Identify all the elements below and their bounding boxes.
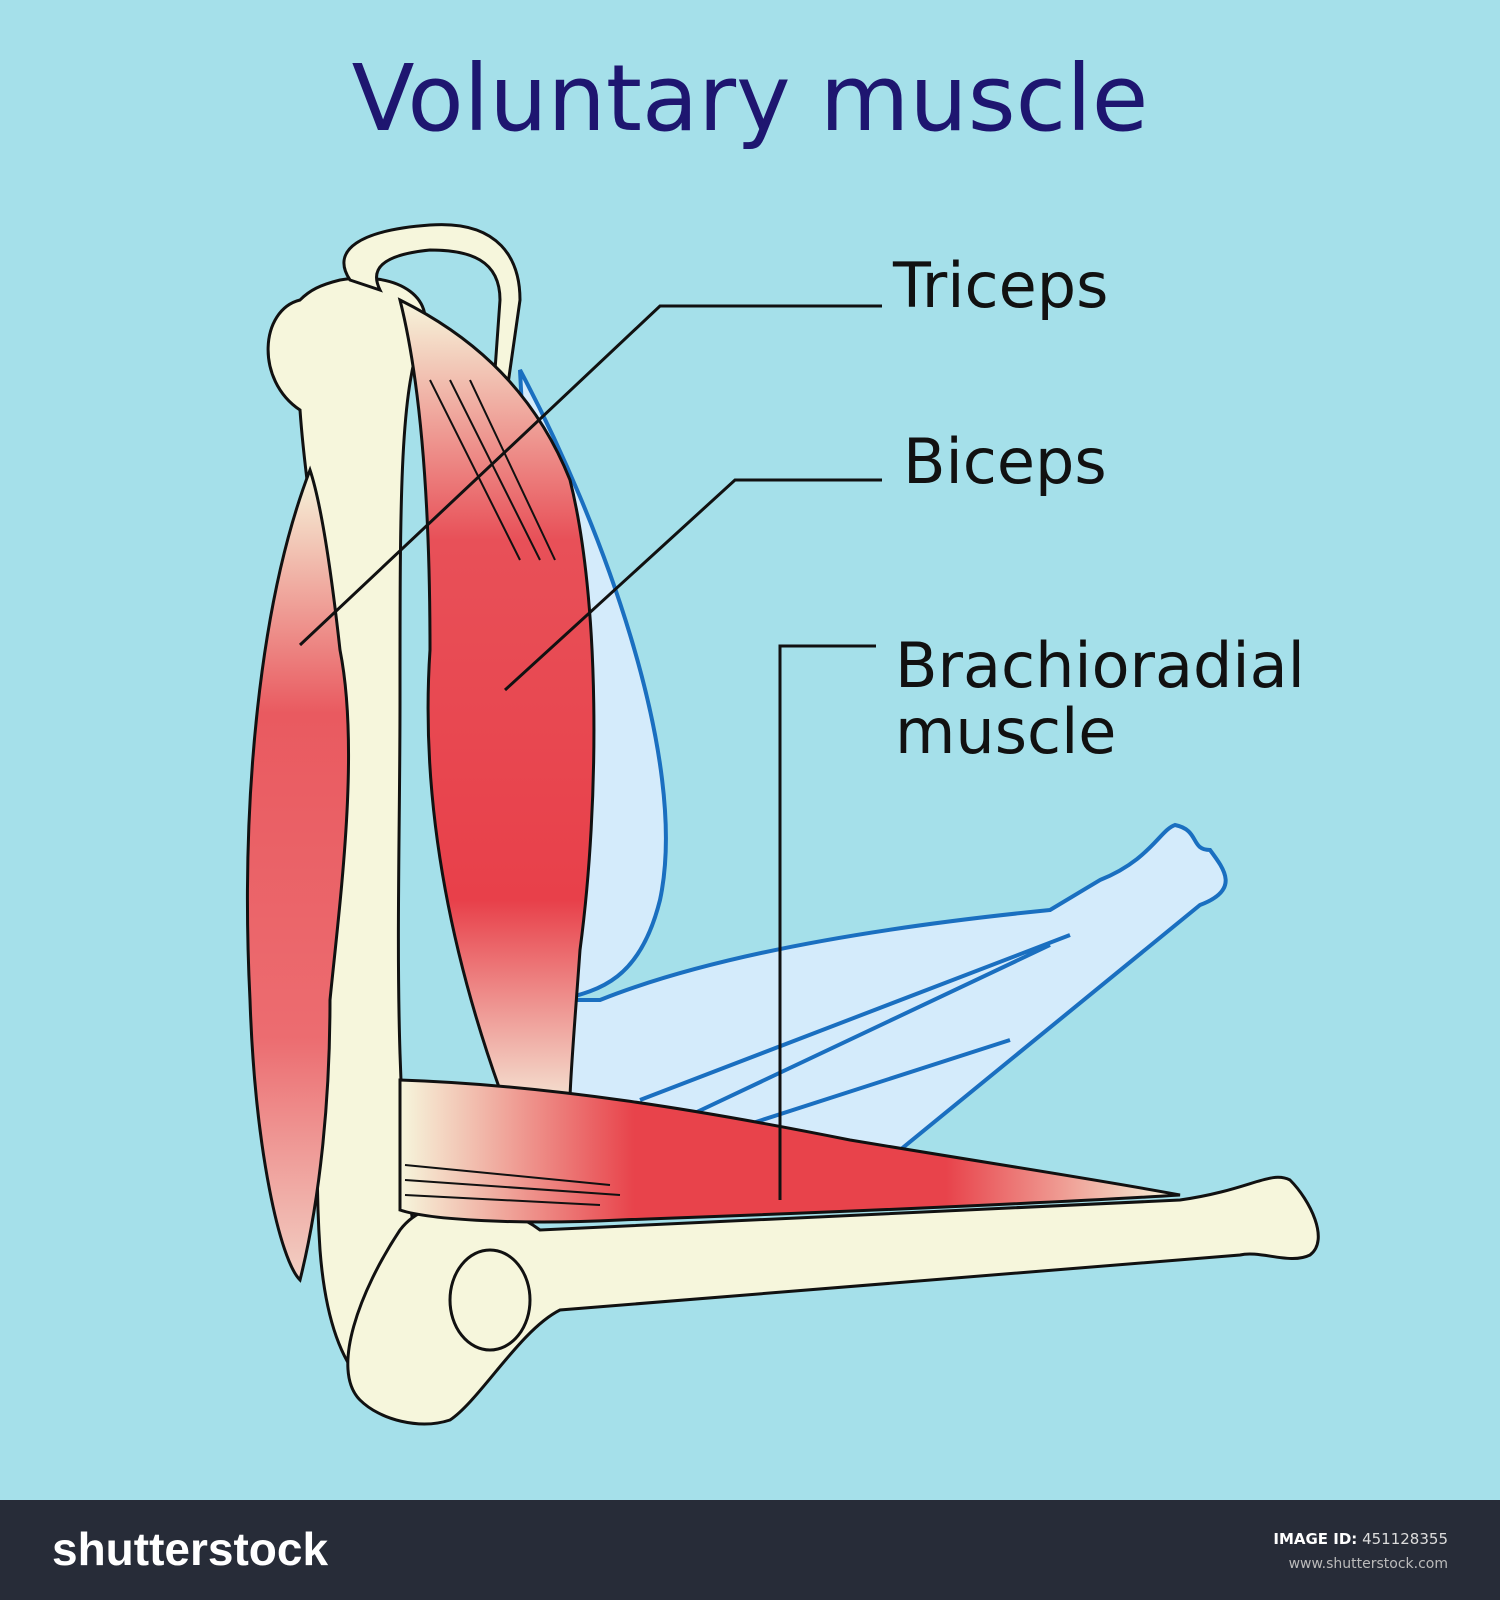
page-title: Voluntary muscle [351,45,1149,152]
brachioradial-muscle [398,1078,1181,1224]
ghost-arm-outline [518,369,1228,1152]
label-brachioradial-2: muscle [895,695,1117,768]
site-url: www.shutterstock.com [1288,1556,1448,1572]
label-brachioradial: Brachioradial [895,629,1305,702]
shutterstock-logo: shutterstock [52,1523,329,1575]
elbow-joint [448,1248,532,1352]
muscle-fibers [404,379,621,1206]
biceps-leader-line [503,478,882,692]
forearm-bones [346,1175,1320,1426]
triceps-leader-line [298,304,882,647]
image-id: IMAGE ID: 451128355 [1273,1530,1448,1548]
image-id-value: 451128355 [1362,1530,1448,1548]
footer-bar: shutterstock IMAGE ID: 451128355 www.shu… [0,1500,1500,1600]
label-biceps: Biceps [903,425,1107,498]
arm-diagram [246,223,1320,1426]
image-id-label: IMAGE ID: [1273,1530,1358,1548]
brachioradial-leader-line [778,644,876,1200]
label-triceps: Triceps [893,249,1109,322]
biceps-muscle [397,297,596,1102]
triceps-muscle [246,465,351,1283]
